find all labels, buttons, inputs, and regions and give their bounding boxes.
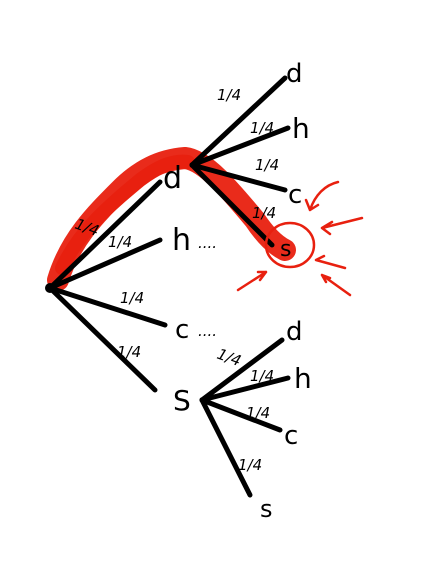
prob-d-s: 1/4 — [252, 204, 276, 222]
s-highlight-circle — [264, 221, 316, 269]
branch-d-c — [189, 162, 288, 193]
d-child-c: c — [288, 180, 302, 210]
branch-root-s — [47, 285, 158, 393]
node-s: S — [173, 384, 191, 417]
branch-root-h — [47, 237, 163, 291]
node-c: c — [175, 315, 189, 345]
prob-s-d: 1/4 — [215, 345, 244, 370]
highlight-stroke-2 — [55, 154, 195, 275]
branch-s-h — [199, 375, 291, 403]
branch-root-c — [47, 285, 168, 328]
arrow-mark-5 — [236, 270, 268, 292]
s-child-h: h — [294, 362, 312, 395]
d-subtree-branches — [189, 75, 291, 248]
s-child-c: c — [284, 421, 298, 451]
prob-root-c: 1/4 — [120, 289, 144, 307]
h-continuation: .... — [198, 234, 217, 252]
d-child-d: d — [286, 59, 303, 89]
branch-d-d — [189, 75, 288, 168]
s-emphasis-marks — [236, 180, 364, 297]
c-continuation: .... — [198, 322, 217, 340]
branch-s-s — [199, 397, 253, 498]
arrow-mark-1 — [304, 180, 340, 212]
d-child-s: s — [280, 237, 291, 262]
arrow-mark-3 — [314, 254, 347, 270]
root-branches — [47, 179, 168, 393]
arrow-mark-4 — [320, 273, 352, 297]
prob-s-c: 1/4 — [246, 404, 270, 422]
s-child-s: s — [260, 495, 273, 523]
branch-s-d — [199, 337, 285, 403]
branch-root-d — [47, 179, 163, 291]
prob-s-h: 1/4 — [250, 367, 274, 385]
prob-d-d: 1/4 — [217, 86, 241, 104]
highlighted-path — [47, 147, 296, 291]
node-h: h — [172, 223, 191, 258]
branch-d-s — [189, 162, 275, 248]
prob-s-s: 1/4 — [238, 456, 262, 474]
s-subtree-branches — [199, 337, 291, 498]
prob-d-h: 1/4 — [250, 119, 274, 137]
prob-d-c: 1/4 — [255, 156, 279, 174]
d-child-h: h — [292, 112, 310, 145]
s-child-d: d — [286, 317, 303, 347]
branch-d-h — [189, 125, 291, 168]
node-d: d — [163, 161, 182, 196]
branch-s-c — [199, 397, 283, 433]
root-node — [45, 283, 55, 293]
arrow-mark-2 — [320, 216, 364, 236]
prob-root-s: 1/4 — [117, 343, 141, 361]
prob-root-h: 1/4 — [108, 233, 132, 251]
